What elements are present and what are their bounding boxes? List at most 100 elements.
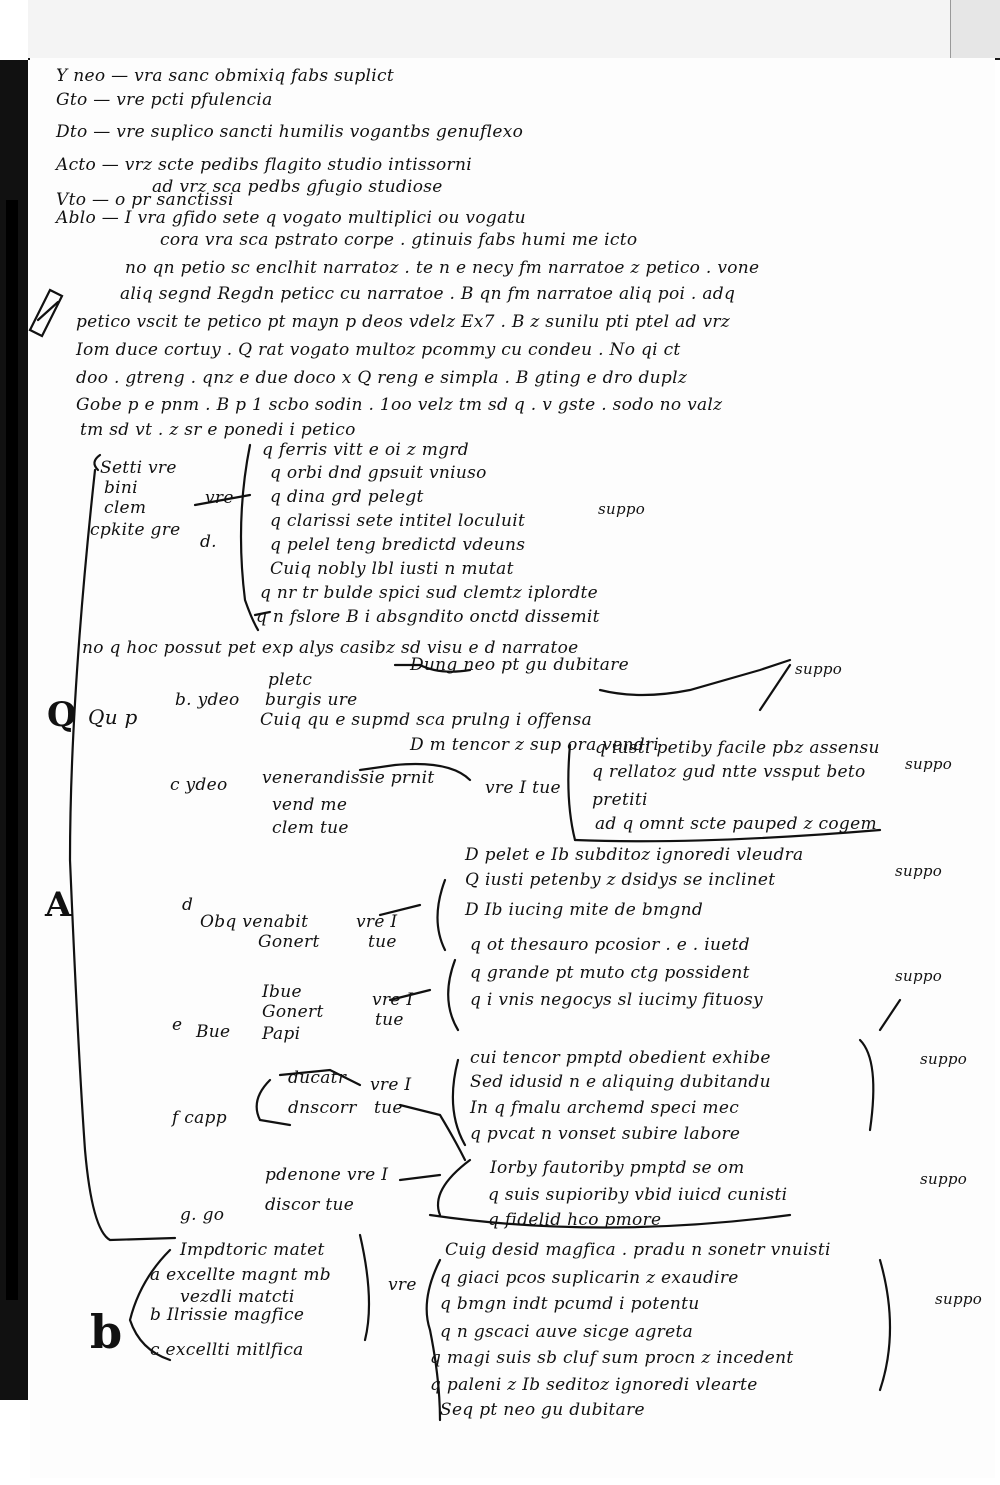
margin-note-supplico: suppo xyxy=(905,755,953,773)
label: clem xyxy=(104,498,147,518)
text-line: Cuiq nobly lbl iusti n mutat xyxy=(270,559,514,579)
label: c excellti mitlfica xyxy=(150,1340,304,1360)
label: cpkite gre xyxy=(90,520,181,540)
label: discor tue xyxy=(265,1195,355,1215)
label: burgis ure xyxy=(265,690,358,710)
label: clem tue xyxy=(272,818,349,838)
label: vre I xyxy=(372,990,414,1010)
label: f capp xyxy=(172,1108,227,1128)
text-line: no q hoc possut pet exp alys casibz sd v… xyxy=(82,638,579,658)
label: Papi xyxy=(262,1024,301,1044)
label: vre xyxy=(205,488,234,508)
label: vre I xyxy=(370,1075,412,1095)
text-line: ad q omnt scte pauped z cogem xyxy=(595,814,877,834)
text-line: D pelet e Ib subditoz ignoredi vleudra xyxy=(465,845,804,865)
margin-note-supplico: suppo xyxy=(795,660,843,678)
text-line: Cuig desid magfica . pradu n sonetr vnui… xyxy=(445,1240,831,1260)
label: bini xyxy=(104,478,138,498)
margin-mark-a: A xyxy=(45,885,72,925)
text-line: Cuiq qu e supmd sca prulng i offensa xyxy=(260,710,593,730)
label: Obq venabit xyxy=(200,912,309,932)
label: vend me xyxy=(272,795,348,815)
text-line: cora vra sca pstrato corpe . gtinuis fab… xyxy=(160,230,638,250)
text-line: Seq pt neo gu dubitare xyxy=(440,1400,645,1420)
margin-note-supplico: suppo xyxy=(895,967,943,985)
label: g. go xyxy=(180,1205,225,1225)
label: Gonert xyxy=(262,1002,324,1022)
text-line: pretiti xyxy=(592,790,648,810)
margin-note-supplico: suppo xyxy=(598,500,646,518)
text-line: q giaci pcos suplicarin z exaudire xyxy=(440,1268,739,1288)
text-line: q orbi dnd gpsuit vniuso xyxy=(270,463,487,483)
label: d. xyxy=(200,532,217,552)
text-line: Y neo — vra sanc obmixiq fabs suplict xyxy=(56,66,394,86)
text-line: Gto — vre pcti pfulencia xyxy=(56,90,273,110)
label: vezdli matcti xyxy=(180,1287,295,1307)
text-line: aliq segnd Regdn peticc cu narratoe . B … xyxy=(120,284,736,304)
label: d xyxy=(182,895,194,915)
label: vre I xyxy=(356,912,398,932)
label: a excellte magnt mb xyxy=(150,1265,331,1285)
label: dnscorr xyxy=(288,1098,357,1118)
text-line: doo . gtreng . qnz e due doco x Q reng e… xyxy=(76,368,688,388)
text-line: In q fmalu archemd speci mec xyxy=(470,1098,740,1118)
text-line: q paleni z Ib seditoz ignoredi vlearte xyxy=(430,1375,758,1395)
text-line: q iusti petiby facile pbz assensu xyxy=(595,738,880,758)
margin-note-supplico: suppo xyxy=(920,1050,968,1068)
label: Bue xyxy=(196,1022,231,1042)
text-line: q pelel teng bredictd vdeuns xyxy=(270,535,526,555)
label: vre I tue xyxy=(485,778,561,798)
text-line: q magi suis sb cluf sum procn z incedent xyxy=(430,1348,794,1368)
label: pletc xyxy=(268,670,313,690)
text-line: q nr tr bulde spici sud clemtz iplordte xyxy=(260,583,599,603)
margin-note-supplico: suppo xyxy=(895,862,943,880)
label: ducatr xyxy=(288,1068,347,1088)
margin-note-supplico: suppo xyxy=(920,1170,968,1188)
text-line: petico vscit te petico pt mayn p deos vd… xyxy=(76,312,731,332)
label: c ydeo xyxy=(170,775,228,795)
label: b Ilrissie magfice xyxy=(150,1305,305,1325)
text-line: Acto — vrz scte pedibs flagito studio in… xyxy=(56,155,472,175)
text-line: D m tencor z sup ora vendri xyxy=(410,735,660,755)
label: b. ydeo xyxy=(175,690,240,710)
text-line: Vto — o pr sanctissi xyxy=(56,190,234,210)
margin-mark-q: Q xyxy=(47,695,77,735)
text-line: ad vrz sca pedbs gfugio studiose xyxy=(152,177,443,197)
margin-mark-b: b xyxy=(90,1305,123,1359)
folio-surface xyxy=(30,58,995,1478)
label: vre xyxy=(388,1275,417,1295)
text-line: Gobe p e pnm . B p 1 scbo sodin . 1oo ve… xyxy=(76,395,723,415)
text-line: Sed idusid n e aliquing dubitandu xyxy=(470,1072,771,1092)
label: pdenone vre I xyxy=(265,1165,389,1185)
text-line: q i vnis negocys sl iucimy fituosy xyxy=(470,990,763,1010)
label: e xyxy=(172,1015,183,1035)
text-line: q ferris vitt e oi z mgrd xyxy=(262,440,469,460)
text-line: Q iusti petenby z dsidys se inclinet xyxy=(465,870,776,890)
text-line: q fidelid hco pmore xyxy=(488,1210,662,1230)
label: Gonert xyxy=(258,932,320,952)
label: tue xyxy=(368,932,397,952)
text-line: q rellatoz gud ntte vssput beto xyxy=(592,762,866,782)
text-line: tm sd vt . z sr e ponedi i petico xyxy=(80,420,356,440)
label: Impdtoric matet xyxy=(180,1240,325,1260)
label: Setti vre xyxy=(100,458,177,478)
text-line: q bmgn indt pcumd i potentu xyxy=(440,1294,700,1314)
text-line: Iorby fautoriby pmptd se om xyxy=(490,1158,745,1178)
text-line: q n fslore B i absgndito onctd dissemit xyxy=(256,607,600,627)
text-line: q clarissi sete intitel loculuit xyxy=(270,511,526,531)
text-line: Iom duce cortuy . Q rat vogato multoz pc… xyxy=(76,340,681,360)
text-line: q n gscaci auve sicge agreta xyxy=(440,1322,694,1342)
label: tue xyxy=(375,1010,404,1030)
text-line: Ablo — I vra gfido sete q vogato multipl… xyxy=(56,208,526,228)
text-line: D Ib iucing mite de bmgnd xyxy=(465,900,704,920)
binding-gutter xyxy=(6,200,18,1300)
text-line: q ot thesauro pcosior . e . iuetd xyxy=(470,935,750,955)
page-corner-edge xyxy=(950,0,1000,58)
label: Ibue xyxy=(262,982,302,1002)
label: venerandissie prnit xyxy=(262,768,435,788)
text-line: q dina grd pelegt xyxy=(270,487,424,507)
margin-mark-pi: Qu p xyxy=(88,705,138,729)
text-line: cui tencor pmptd obedient exhibe xyxy=(470,1048,771,1068)
